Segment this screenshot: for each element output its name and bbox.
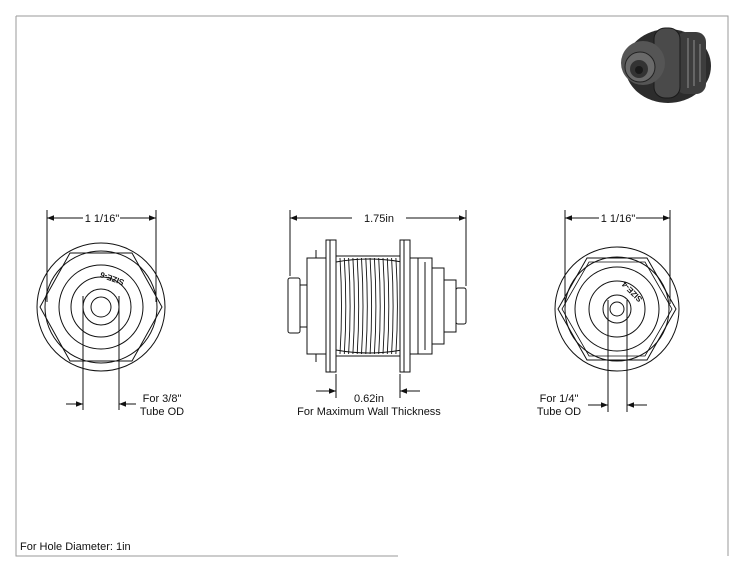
- thread-line: [395, 257, 398, 355]
- left-width-label: 1 1/16": [85, 213, 120, 225]
- thread-line: [373, 257, 377, 355]
- thread-line: [382, 257, 385, 355]
- left-tube-label-1: For 3/8": [143, 393, 182, 405]
- right-width-label: 1 1/16": [601, 213, 636, 225]
- left-width-dimension: [46, 210, 157, 302]
- thread-line: [339, 257, 342, 355]
- hole-diameter-note: For Hole Diameter: 1in: [20, 541, 131, 553]
- left-tube-label-2: Tube OD: [140, 406, 184, 418]
- thread-line: [378, 257, 381, 355]
- left-size-stamp: SIZE-6: [98, 270, 125, 287]
- thread-line: [365, 257, 368, 355]
- left-tube-dimension: [66, 296, 136, 410]
- thread-line: [356, 257, 360, 355]
- right-size-stamp: SIZE-4: [620, 279, 644, 303]
- sheet-border: [15, 15, 729, 557]
- length-dimension: [289, 210, 467, 286]
- thread-line: [343, 257, 347, 355]
- wall-dimension: [316, 374, 420, 398]
- thread-line: [348, 257, 351, 355]
- right-width-dimension: [564, 210, 671, 304]
- thread-line: [391, 257, 394, 355]
- bulkhead-fitting-3d-icon: [621, 27, 711, 103]
- wall-label: 0.62in: [354, 393, 384, 405]
- right-tube-dimension: [588, 300, 647, 412]
- side-view: [287, 239, 467, 373]
- thread-line: [386, 257, 390, 355]
- thread-line: [369, 257, 373, 355]
- right-tube-label-1: For 1/4": [540, 393, 579, 405]
- right-end-view: [554, 246, 680, 372]
- length-label: 1.75in: [364, 213, 394, 225]
- wall-note: For Maximum Wall Thickness: [297, 406, 441, 418]
- thread-lines: [339, 257, 398, 355]
- right-tube-label-2: Tube OD: [537, 406, 581, 418]
- thread-line: [352, 257, 355, 355]
- thread-line: [361, 257, 364, 355]
- left-end-view: [36, 242, 166, 372]
